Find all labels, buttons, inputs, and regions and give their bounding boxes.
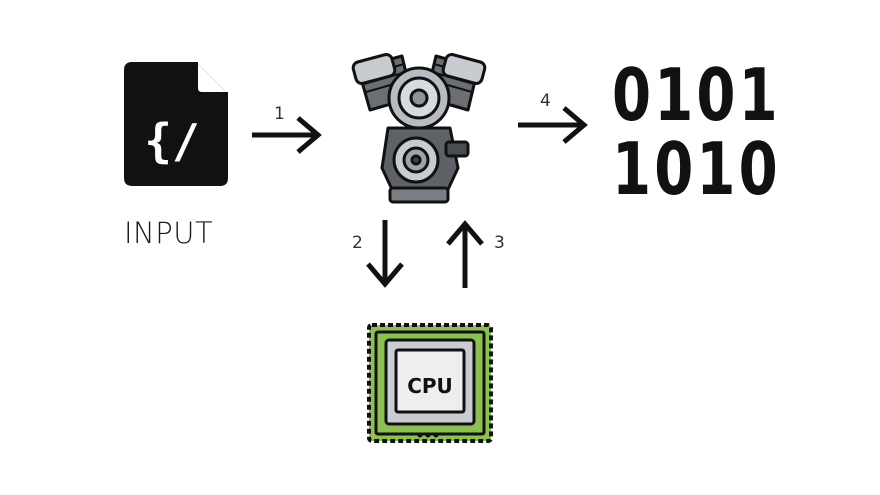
step-2-label: 2 bbox=[352, 233, 363, 253]
binary-line-2: 1010 bbox=[612, 127, 781, 211]
input-label: INPUT bbox=[124, 216, 214, 250]
arrow-right-icon bbox=[518, 106, 588, 144]
cpu-label: CPU bbox=[407, 374, 453, 398]
code-file-icon: {/ bbox=[124, 62, 228, 186]
code-glyph: {/ bbox=[144, 114, 199, 168]
binary-output: 0101 1010 bbox=[612, 58, 781, 206]
step-3-label: 3 bbox=[494, 233, 505, 253]
binary-line-1: 0101 bbox=[612, 53, 781, 137]
cpu-chip-icon: CPU bbox=[367, 323, 493, 443]
step-4-label: 4 bbox=[540, 91, 551, 111]
arrow-down-icon bbox=[366, 220, 404, 288]
engine-icon bbox=[351, 53, 487, 204]
arrow-up-icon bbox=[446, 220, 484, 288]
step-1-label: 1 bbox=[274, 104, 285, 124]
arrow-right-icon bbox=[252, 116, 322, 154]
